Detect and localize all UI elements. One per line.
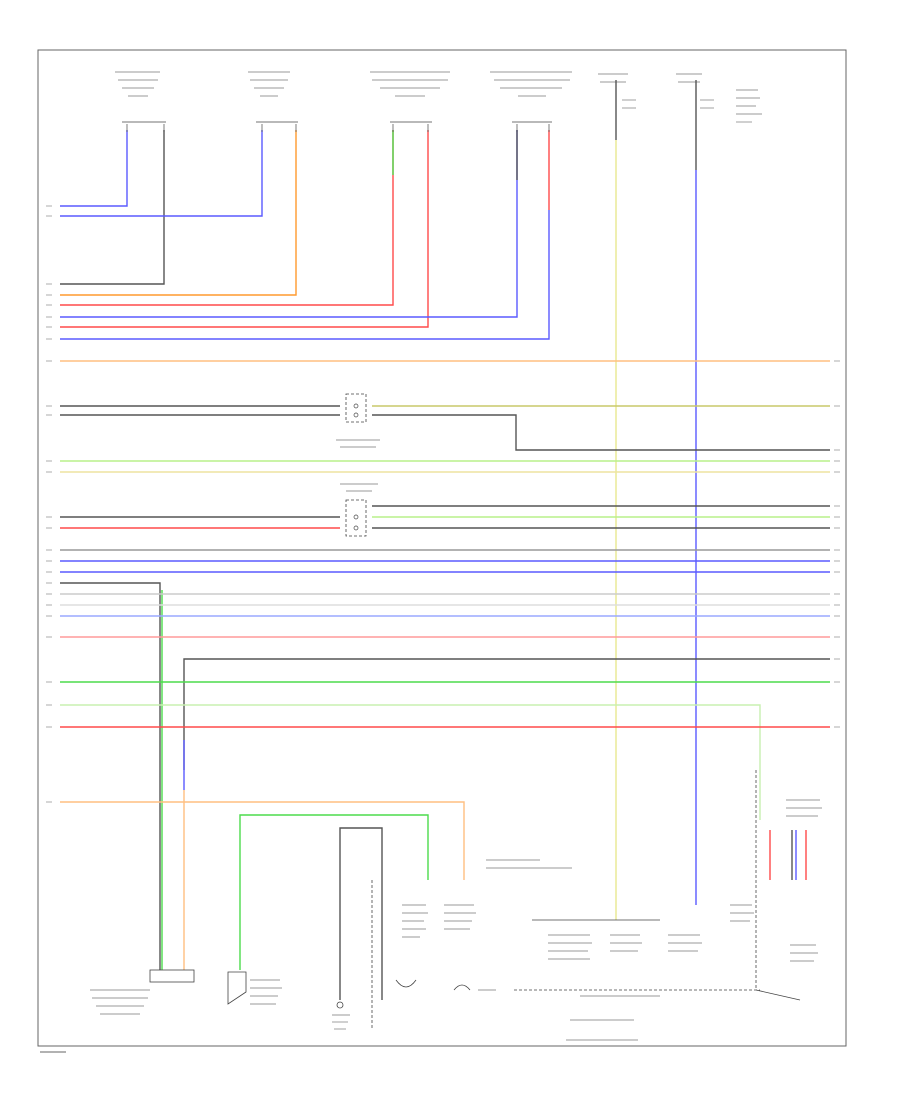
bottom-component-1: [90, 969, 195, 1015]
bottom-component-6: [514, 919, 760, 997]
bus-gray-6: [183, 658, 830, 770]
bottom-component-3: [332, 1001, 350, 1030]
bus-orange-bottom: [60, 801, 465, 880]
wire-c4-blue2: [60, 210, 550, 340]
bus-light-green: [60, 704, 761, 820]
bottom-component-5: [444, 904, 496, 991]
right-pin-ticks: [834, 360, 840, 728]
bus-wires: [60, 360, 830, 1000]
top-terminals: [126, 124, 550, 132]
top-connector-1: [115, 71, 166, 123]
footer: [40, 1019, 638, 1053]
mid-connector-1: [336, 393, 380, 448]
wire-legend: [486, 859, 572, 869]
wire-c1-blue: [60, 130, 128, 207]
bus-green-bottom: [239, 814, 429, 970]
bus-gray-right: [372, 414, 830, 451]
top-connector-5: [598, 73, 636, 109]
wire-c2-blue: [60, 130, 263, 217]
diagram-frame: [37, 49, 847, 1047]
wire-c1-gray: [60, 130, 165, 285]
wire-c3-red2: [60, 130, 429, 328]
bottom-component-4: [371, 880, 428, 1030]
top-connector-6: [676, 73, 714, 109]
wire-c2-orange: [60, 130, 297, 296]
bottom-component-7: [730, 770, 822, 1001]
wire-c3-red: [60, 130, 394, 306]
top-wires: [60, 80, 697, 920]
bus-gray-5: [60, 582, 161, 970]
left-pin-ticks: [46, 205, 52, 803]
top-connector-2: [248, 71, 298, 123]
top-connector-4: [490, 71, 572, 123]
top-connector-3: [370, 71, 450, 123]
mid-connector-2: [340, 483, 378, 537]
bottom-component-2: [227, 971, 282, 1005]
bus-gray-bottom: [339, 827, 383, 1000]
wire-c4-blue: [60, 130, 518, 318]
top-connector-7: [736, 89, 762, 123]
